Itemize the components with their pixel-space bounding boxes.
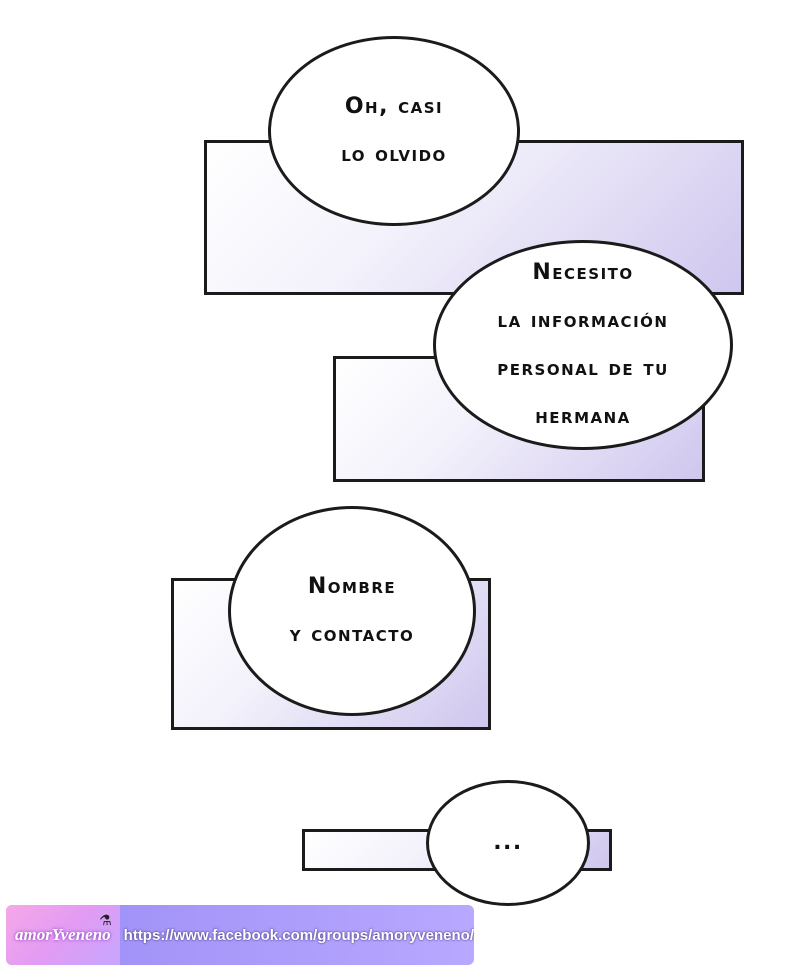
speech-bubble-4: ... xyxy=(426,780,590,906)
speech-bubble-4-text: ... xyxy=(493,819,523,867)
group-url-link[interactable]: https://www.facebook.com/groups/amoryven… xyxy=(123,926,474,944)
group-logo-text: amorYveneno xyxy=(14,925,111,944)
speech-bubble-3-text: Nombre y contacto xyxy=(290,563,415,659)
bubble-line: personal de tu xyxy=(497,356,669,381)
bubble-line: Nombre xyxy=(307,574,397,599)
bubble-line: la información xyxy=(497,308,669,333)
speech-bubble-1: Oh, casi lo olvido xyxy=(268,36,520,226)
bubble-line: hermana xyxy=(535,404,631,429)
group-logo: amorYveneno ⚗ xyxy=(6,905,120,965)
speech-bubble-2: Necesito la información personal de tu h… xyxy=(433,240,733,450)
bubble-line: y contacto xyxy=(289,622,415,647)
bubble-line: lo olvido xyxy=(341,142,447,167)
group-banner[interactable]: amorYveneno ⚗ https://www.facebook.com/g… xyxy=(6,905,474,965)
speech-bubble-2-text: Necesito la información personal de tu h… xyxy=(497,249,669,441)
bubble-line: Oh, casi xyxy=(344,94,444,119)
speech-bubble-3: Nombre y contacto xyxy=(228,506,476,716)
speech-bubble-1-text: Oh, casi lo olvido xyxy=(341,83,447,179)
poison-bottle-icon: ⚗ xyxy=(99,913,112,929)
bubble-line: Necesito xyxy=(532,260,634,285)
bubble-line: ... xyxy=(493,830,523,855)
